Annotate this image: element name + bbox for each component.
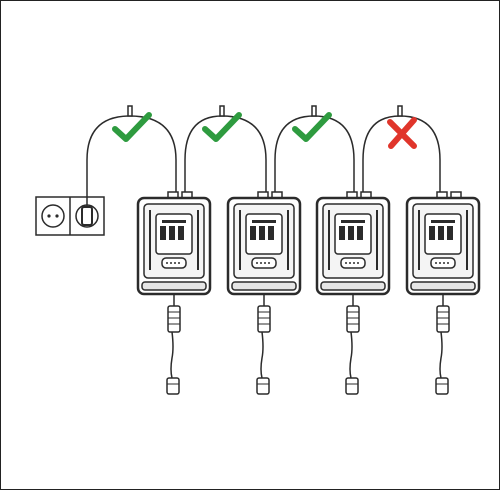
chargers (136, 190, 481, 396)
charger-unit-2 (226, 190, 302, 396)
check-icon-1 (115, 115, 149, 139)
charger-unit-1 (136, 190, 212, 396)
wall-socket-icon (35, 196, 105, 236)
cables (86, 105, 441, 207)
check-icon-2 (205, 115, 239, 139)
cable-charger-3-to-4 (362, 115, 441, 194)
charger-unit-3 (315, 190, 391, 396)
check-icon-3 (295, 115, 329, 139)
cross-icon-4 (390, 120, 414, 146)
charger-unit-4 (405, 190, 481, 396)
